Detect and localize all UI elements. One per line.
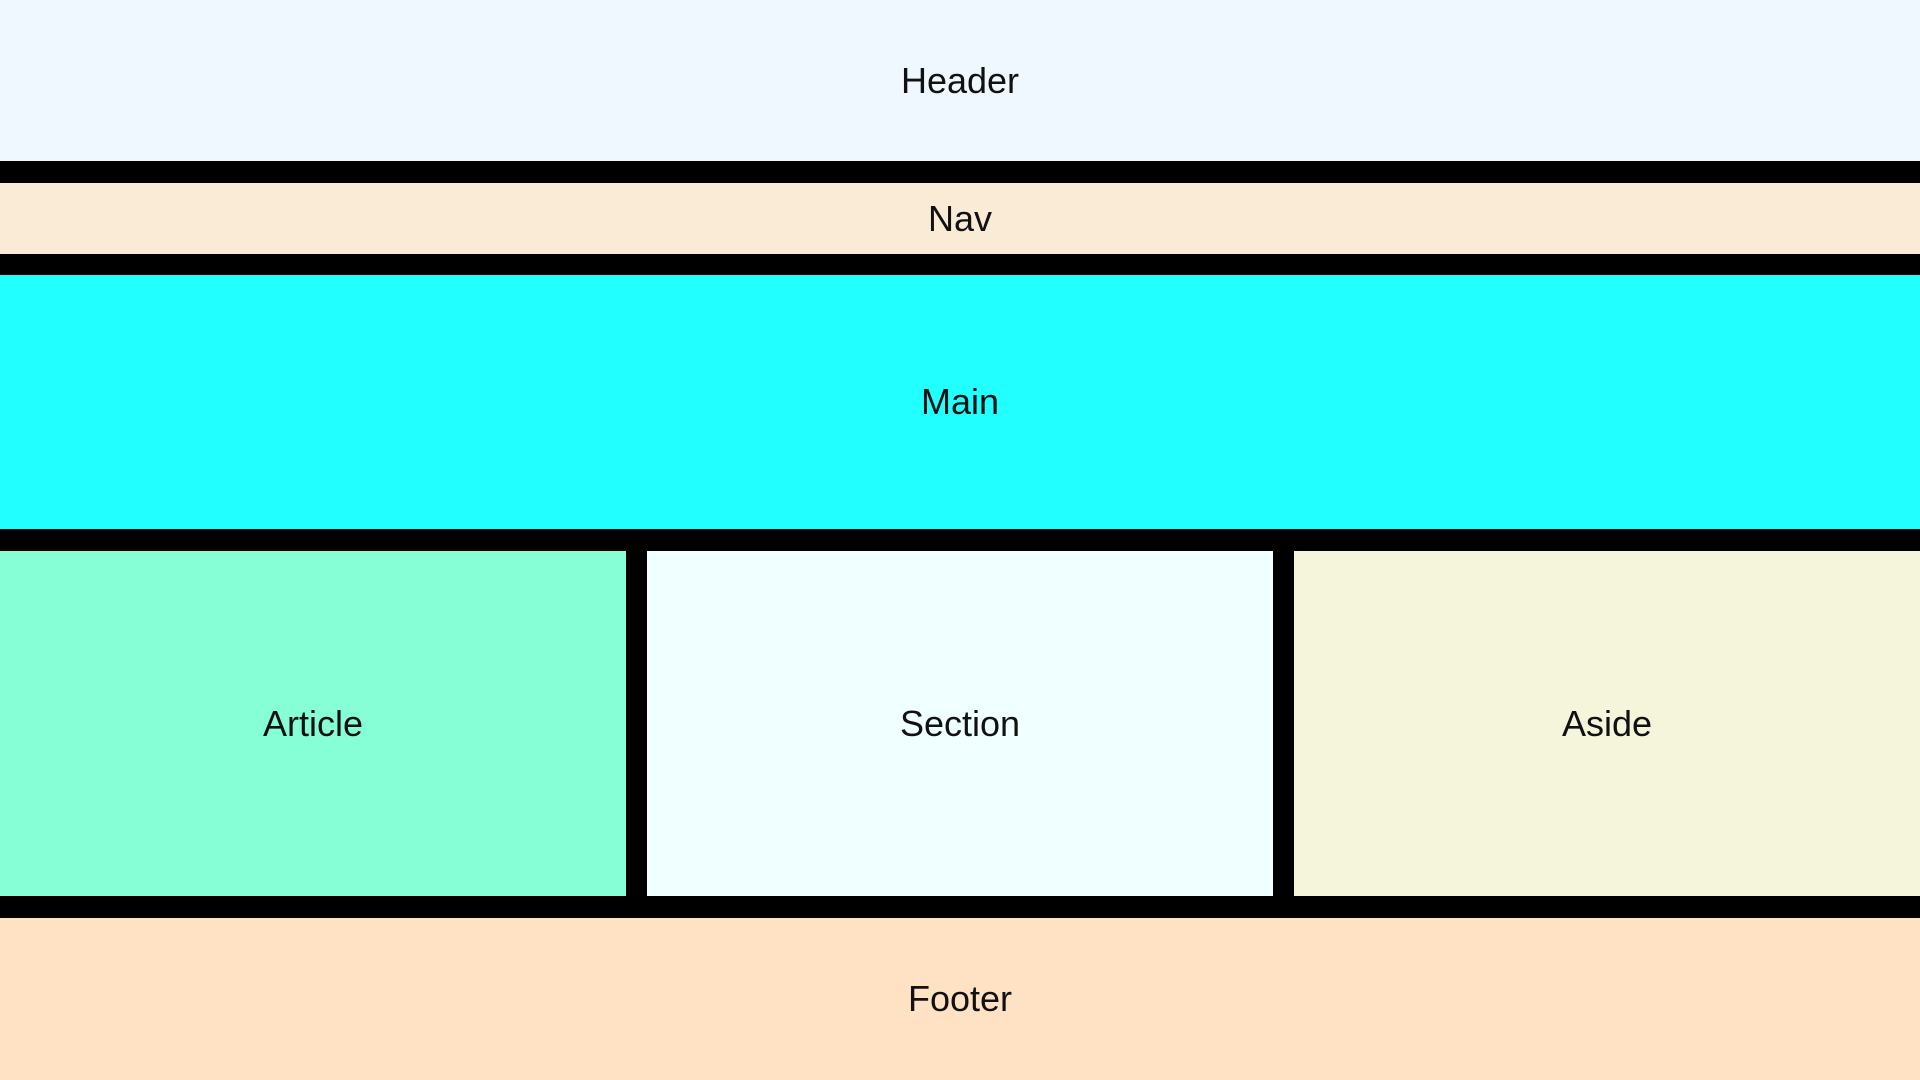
article-region: Article [0, 551, 626, 896]
footer-label: Footer [907, 978, 1013, 1019]
main-region: Main [0, 275, 1920, 529]
header-label: Header [900, 59, 1020, 101]
article-label: Article [262, 702, 364, 744]
header-region: Header [0, 0, 1920, 161]
aside-region: Aside [1294, 551, 1920, 896]
aside-label: Aside [1561, 702, 1653, 744]
section-region: Section [647, 551, 1273, 896]
footer-region: Footer [0, 918, 1920, 1080]
main-label: Main [920, 381, 1000, 422]
nav-label: Nav [927, 197, 993, 239]
nav-region: Nav [0, 183, 1920, 254]
section-label: Section [899, 702, 1021, 744]
